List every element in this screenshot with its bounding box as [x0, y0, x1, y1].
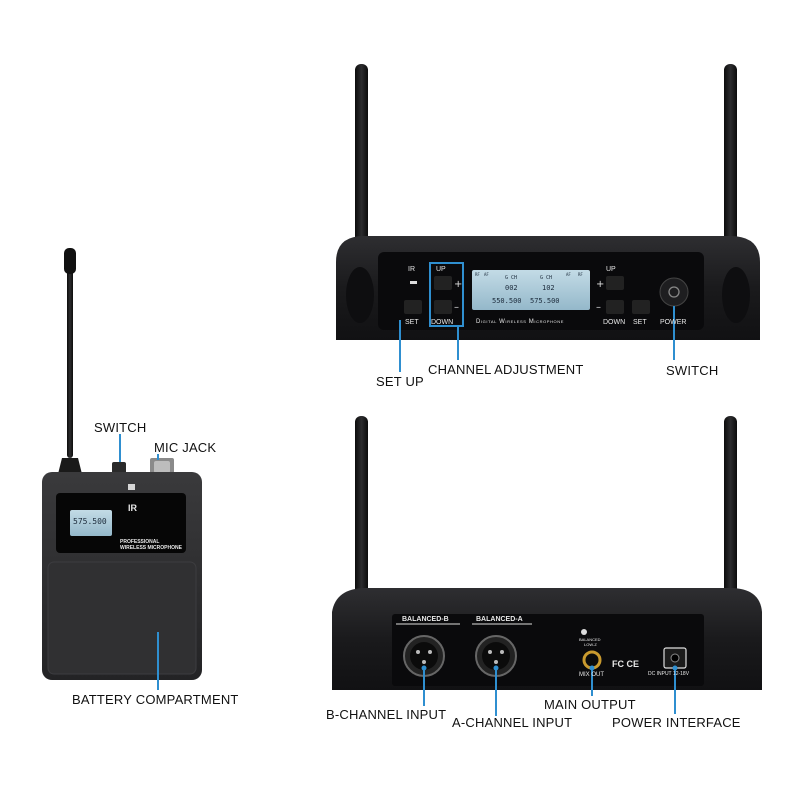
rear-panel	[392, 614, 704, 686]
bodypack-antenna	[67, 262, 73, 458]
receiver-front: + – + –	[336, 64, 760, 340]
up-label-left: UP	[436, 266, 446, 273]
callout-power-interface: POWER INTERFACE	[612, 715, 741, 730]
fcc-ce-marks: FC CE	[612, 659, 639, 669]
callout-main-output: MAIN OUTPUT	[544, 697, 636, 712]
bodypack-lcd-frequency: 575.500	[73, 517, 107, 526]
balanced-low-label: BALANCED	[579, 637, 601, 642]
callout-battery-compartment: BATTERY COMPARTMENT	[72, 692, 239, 707]
power-button[interactable]	[659, 277, 689, 307]
lcd-ch-right: 102	[542, 284, 555, 292]
channel-adjust-highlight	[429, 262, 464, 327]
dc-input-label: DC INPUT 12-18V	[648, 671, 690, 677]
down-label-left: DOWN	[431, 319, 454, 326]
callout-lines	[119, 306, 676, 716]
xlr-input-a[interactable]	[475, 635, 517, 677]
lcd-af-left: AF	[484, 272, 489, 277]
callout-a-channel-input: A-CHANNEL INPUT	[452, 715, 573, 730]
up-button-right[interactable]	[606, 276, 624, 290]
lcd-ch-left-label: G CH	[505, 275, 518, 281]
balanced-a-label: BALANCED-A	[476, 616, 523, 623]
bodypack-label-line1: PROFESSIONAL	[120, 539, 160, 545]
svg-text:+: +	[596, 279, 604, 290]
lcd-freq-right: 575.500	[530, 297, 560, 305]
lcd-ch-right-label: G CH	[540, 275, 553, 281]
callout-bodypack-switch: SWITCH	[94, 420, 147, 435]
receiver-lcd	[472, 270, 590, 310]
mix-out-label: MIX OUT	[579, 672, 604, 678]
antenna-right-back	[724, 416, 737, 606]
callout-dots	[421, 665, 678, 671]
receiver-back	[332, 416, 762, 690]
bodypack-antenna-tip	[64, 248, 76, 274]
callout-set-up: SET UP	[376, 374, 424, 389]
brand-line: Digital Wireless Microphone	[476, 319, 565, 325]
down-label-right: DOWN	[603, 319, 626, 326]
lcd-rf-right: RF	[578, 272, 583, 277]
down-button-right[interactable]	[606, 300, 624, 314]
svg-text:–: –	[454, 302, 459, 313]
set-label-left: SET	[405, 319, 419, 326]
bodypack-lcd	[70, 510, 112, 536]
battery-compartment[interactable]	[47, 561, 197, 675]
up-button-left[interactable]	[434, 276, 452, 290]
lcd-rf-left: RF	[475, 272, 480, 277]
set-label-right: SET	[633, 319, 647, 326]
callout-receiver-switch: SWITCH	[666, 363, 719, 378]
callout-channel-adjustment: CHANNEL ADJUSTMENT	[428, 362, 584, 377]
bodypack-transmitter	[42, 248, 202, 680]
up-label-right: UP	[606, 266, 616, 273]
callout-b-channel-input: B-CHANNEL INPUT	[326, 707, 447, 722]
low-z-label: LOW-Z	[584, 642, 597, 647]
antenna-left-back	[355, 416, 368, 606]
front-ir-label: IR	[408, 266, 415, 273]
down-button-left[interactable]	[434, 300, 452, 314]
power-label: POWER	[660, 319, 687, 326]
balanced-b-label: BALANCED-B	[402, 616, 449, 623]
xlr-input-b[interactable]	[403, 635, 445, 677]
lcd-ch-left: 002	[505, 284, 518, 292]
bodypack-label-line2: WIRELESS MICROPHONE	[120, 545, 182, 551]
set-button-left[interactable]	[404, 300, 422, 314]
set-button-right[interactable]	[632, 300, 650, 314]
bodypack-front-panel	[56, 493, 186, 553]
svg-text:–: –	[596, 302, 601, 313]
power-icon	[668, 286, 680, 298]
brand-logo	[581, 629, 587, 635]
lcd-af-right: AF	[566, 272, 571, 277]
callout-mic-jack: MIC JACK	[154, 440, 217, 455]
lcd-freq-left: 550.500	[492, 297, 522, 305]
svg-text:+: +	[454, 279, 462, 290]
bodypack-ir-label: IR	[128, 503, 137, 513]
